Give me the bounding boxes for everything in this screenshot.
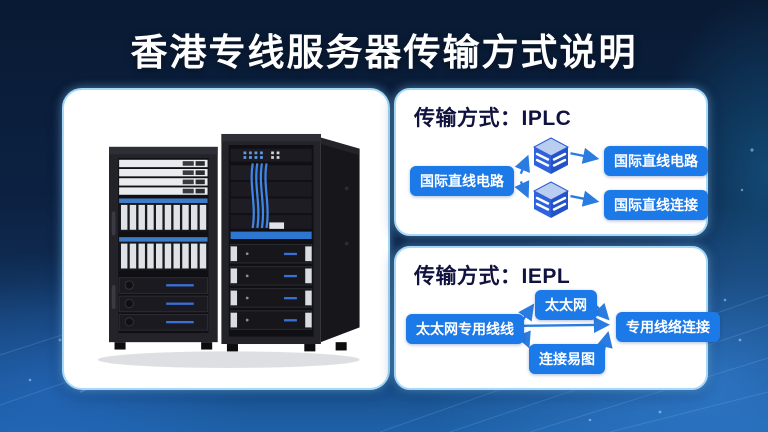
server-image-panel — [62, 88, 390, 390]
isometric-server-cube-icon — [532, 137, 570, 174]
iplc-panel-title: 传输方式：IPLC — [414, 107, 572, 130]
isometric-server-cube-icon — [532, 181, 570, 218]
iepl-middle-bottom-box: 连接易图 — [529, 344, 605, 374]
iepl-source-box: 太太网专用线线 — [406, 314, 524, 344]
iplc-flow-arrows — [514, 147, 600, 207]
iepl-target-box: 专用线络连接 — [616, 312, 720, 342]
white-1u-servers — [119, 159, 208, 195]
iepl-middle-top-box: 太太网 — [535, 290, 597, 320]
rack-servers — [230, 244, 313, 330]
iplc-target-top-box: 国际直线电路 — [604, 146, 708, 176]
blue-cables — [250, 163, 269, 229]
iplc-target-bottom-box: 国际直线连接 — [604, 190, 708, 220]
blade-section-1 — [119, 198, 208, 232]
server-rack-left — [109, 146, 218, 350]
server-racks-image — [97, 133, 360, 368]
iplc-source-box: 国际直线电路 — [410, 166, 514, 196]
blade-section-2 — [119, 237, 208, 271]
page-title: 香港专线服务器传输方式说明 — [130, 32, 638, 73]
iepl-panel: 传输方式：IEPL 太太网专用线线 太太网 连接易图 专用线络连接 — [394, 246, 720, 390]
iepl-panel-title: 传输方式：IEPL — [414, 265, 571, 288]
server-rack-right — [221, 133, 360, 352]
iplc-panel: 传输方式：IPLC 国际直线电路 国际直线电路 国际直 — [394, 88, 708, 236]
dark-2u-servers — [118, 277, 209, 331]
